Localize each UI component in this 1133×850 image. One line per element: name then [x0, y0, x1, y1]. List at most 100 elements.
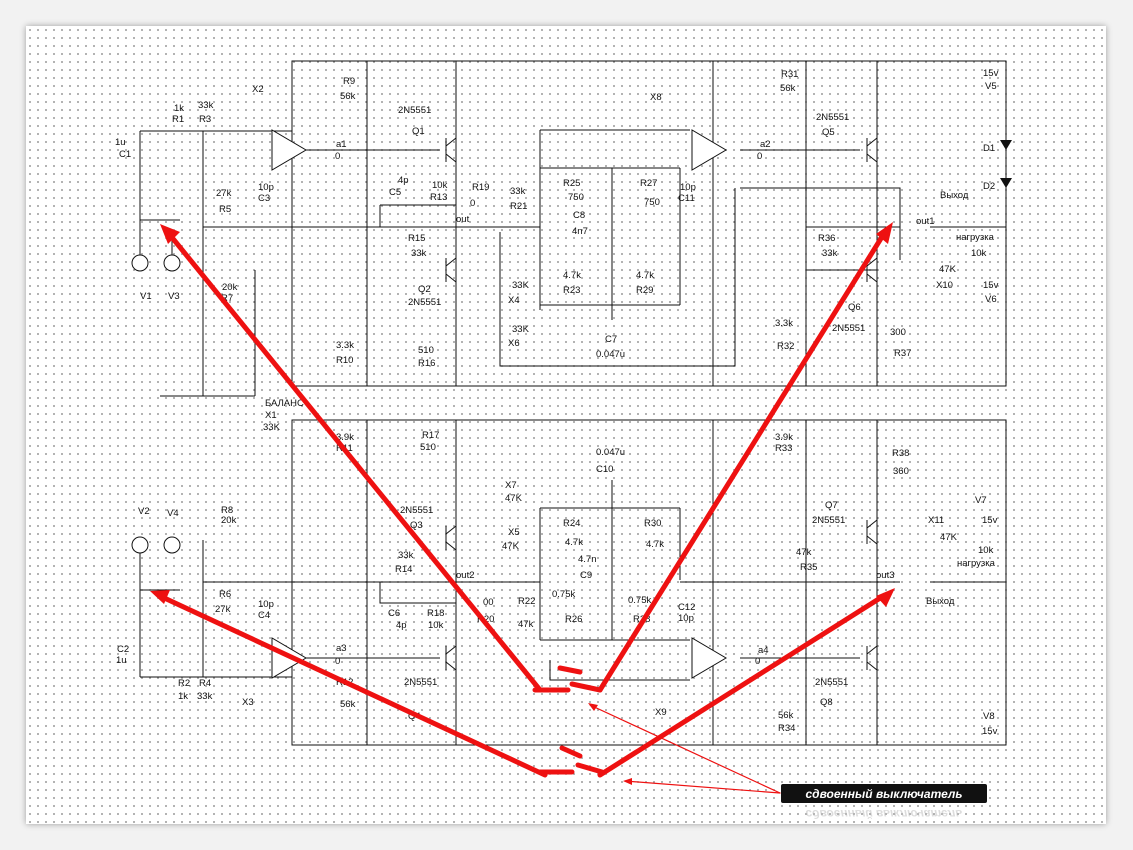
- label-v6: V6: [985, 294, 997, 305]
- label-x6: X6: [508, 338, 520, 349]
- label-r30: R30: [644, 518, 661, 529]
- label-v1: V1: [140, 291, 152, 302]
- label-v7: V7: [975, 495, 987, 506]
- label-r9: R9: [343, 76, 355, 87]
- label-v5: V5: [985, 81, 997, 92]
- label-c6: C6: [388, 608, 400, 619]
- label-r17v: 510: [420, 442, 436, 453]
- label-c12v: 10p: [678, 613, 694, 624]
- label-r2x: 33K: [512, 280, 530, 291]
- label-d1: D1: [983, 143, 995, 154]
- label-r24: R24: [563, 518, 580, 529]
- label-nagr1: нагрузка: [956, 232, 995, 243]
- label-v2: V2: [138, 506, 150, 517]
- label-v8: V8: [983, 711, 995, 722]
- label-r9v: 56k: [340, 91, 356, 102]
- label-x5v: 47K: [502, 541, 520, 552]
- label-r2v: 1k: [178, 691, 188, 702]
- label-q5: Q5: [822, 127, 835, 138]
- callout-reflection: сдвоенный выключатель: [805, 807, 962, 821]
- label-r12v: 56k: [340, 699, 356, 710]
- label-nagr2: нагрузка: [957, 558, 996, 569]
- label-r13v: 10k: [432, 180, 448, 191]
- arrow-head-1: [160, 224, 180, 244]
- label-vyh1: Выход: [940, 190, 969, 201]
- label-r19: R19: [472, 182, 489, 193]
- label-r11k: 47K: [939, 264, 957, 275]
- diode-d2: [1000, 178, 1012, 188]
- label-c9: C9: [580, 570, 592, 581]
- label-r22v: 47k: [518, 619, 534, 630]
- label-r11v: 3.9k: [336, 432, 354, 443]
- label-q6: Q6: [848, 302, 861, 313]
- label-r4v: 33k: [197, 691, 213, 702]
- arrow-to-top-left: [167, 232, 543, 693]
- label-a3: a3: [336, 643, 347, 654]
- label-v4: V4: [167, 508, 179, 519]
- label-c2: C2: [117, 644, 129, 655]
- label-r29v: 4.7k: [636, 270, 654, 281]
- transistor-q7: [866, 519, 878, 545]
- label-r3v: 33k: [198, 100, 214, 111]
- label-r17: R17: [422, 430, 439, 441]
- label-q7: Q7: [825, 500, 838, 511]
- label-x11v: 47K: [940, 532, 958, 543]
- label-x7: X7: [505, 480, 517, 491]
- label-q1: Q1: [412, 126, 425, 137]
- label-v7v: 15v: [982, 515, 998, 526]
- label-r18v: 10k: [428, 620, 444, 631]
- label-r34v: 56k: [778, 710, 794, 721]
- switch-mark-1: [532, 665, 603, 693]
- label-r29: R29: [636, 285, 653, 296]
- label-r34: R34: [778, 723, 795, 734]
- callout-text: сдвоенный выключатель: [805, 787, 962, 801]
- label-r18: R18: [427, 608, 444, 619]
- label-r31v: 56k: [780, 83, 796, 94]
- label-c7: C7: [605, 334, 617, 345]
- label-c11: C11: [678, 193, 695, 204]
- label-x6v: 33K: [512, 324, 530, 335]
- label-x11: X11: [928, 515, 944, 526]
- label-c9v: 4.7n: [578, 554, 597, 565]
- pointer-line-2: [624, 780, 781, 794]
- arrow-to-bottom-left: [157, 593, 548, 778]
- label-r31: R31: [781, 69, 798, 80]
- opamp-x8: [691, 129, 727, 171]
- label-r37v: 300: [890, 327, 906, 338]
- label-r28v: 0.75k: [628, 595, 651, 606]
- transistor-q8: [866, 645, 878, 671]
- label-r10: R10: [336, 355, 353, 366]
- label-q8t: 2N5551: [815, 677, 848, 688]
- label-c10v: 0.047u: [596, 447, 625, 458]
- label-nagr2v: 10k: [978, 545, 994, 556]
- label-r6v: 27k: [215, 604, 231, 615]
- annotation-arrows: [150, 222, 895, 794]
- label-v3: V3: [168, 291, 180, 302]
- arrow-head-4: [876, 588, 895, 607]
- label-r3: R3: [199, 114, 211, 125]
- pointer-line-1: [589, 704, 781, 794]
- transistor-q5: [866, 137, 878, 163]
- schematic-svg: X2R956k2N5551Q1X8R3156k2N5551Q515vV5D1D2…: [115, 60, 1012, 821]
- source-v3: [163, 254, 181, 272]
- label-out3: out3: [876, 570, 895, 581]
- label-x9: X9: [655, 707, 667, 718]
- label-q3: Q3: [410, 520, 423, 531]
- label-q6t: 2N5551: [832, 323, 865, 334]
- switch-mark-2: [537, 745, 605, 775]
- label-r4: R4: [199, 678, 211, 689]
- arrow-head-2: [876, 222, 893, 244]
- label-r6: R6: [219, 589, 231, 600]
- label-r30v: 4.7k: [646, 539, 664, 550]
- label-r5v: 27k: [216, 188, 232, 199]
- callout-box: сдвоенный выключатель сдвоенный выключат…: [781, 784, 987, 821]
- label-r8: R8: [221, 505, 233, 516]
- label-r22: R22: [518, 596, 535, 607]
- arrow-head-3: [150, 590, 170, 604]
- label-c5v: 4p: [398, 175, 409, 186]
- label-r23: R23: [563, 285, 580, 296]
- label-r25: R25: [563, 178, 580, 189]
- label-r32v: 3.3k: [775, 318, 793, 329]
- label-r21v: 33k: [510, 186, 526, 197]
